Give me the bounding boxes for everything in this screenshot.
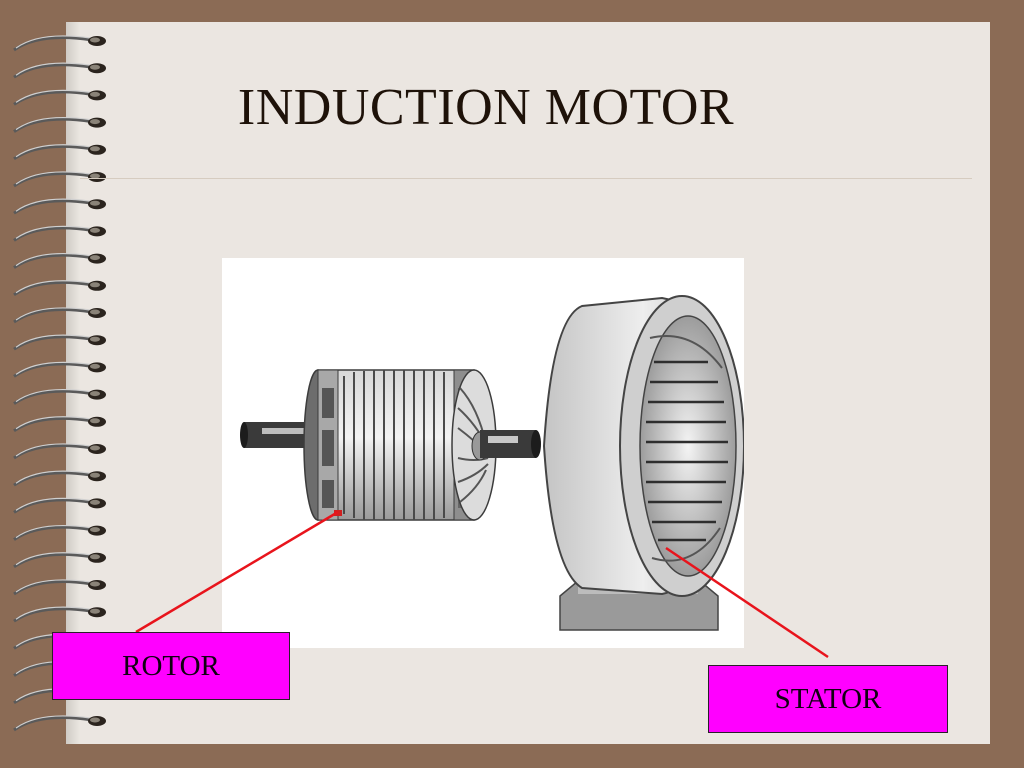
- spiral-coil: [13, 525, 106, 541]
- title-divider: [80, 178, 972, 179]
- motor-illustration-icon: [240, 295, 745, 631]
- spiral-coil: [13, 171, 106, 188]
- spiral-coil: [13, 552, 106, 569]
- spiral-coil: [13, 62, 106, 79]
- rotor-label: ROTOR: [52, 632, 290, 700]
- spiral-coil: [13, 579, 106, 596]
- spiral-coil: [13, 470, 106, 487]
- rotor-assembly: [240, 369, 541, 521]
- spiral-coil: [13, 253, 106, 269]
- slide-title: INDUCTION MOTOR: [237, 79, 735, 136]
- spiral-coil: [13, 497, 106, 514]
- spiral-coil: [13, 307, 106, 324]
- spiral-coil: [13, 416, 106, 433]
- spiral-coil: [13, 443, 106, 460]
- spiral-coil: [13, 715, 106, 732]
- spiral-coil: [13, 89, 106, 106]
- spiral-coil: [13, 35, 106, 52]
- spiral-coil: [13, 144, 106, 161]
- spiral-coil: [13, 606, 106, 623]
- spiral-coil: [13, 198, 106, 215]
- stator-assembly: [542, 295, 745, 631]
- rotor-body: [317, 369, 475, 521]
- spiral-coil: [13, 117, 106, 133]
- spiral-coil: [13, 389, 106, 405]
- spiral-coil: [13, 334, 106, 351]
- spiral-coil: [13, 280, 106, 297]
- stator-label: STATOR: [708, 665, 948, 733]
- motor-photo: [222, 258, 745, 648]
- rotor-shaft-right: [480, 430, 536, 458]
- spiral-coil: [13, 225, 106, 242]
- spiral-coil: [13, 361, 106, 378]
